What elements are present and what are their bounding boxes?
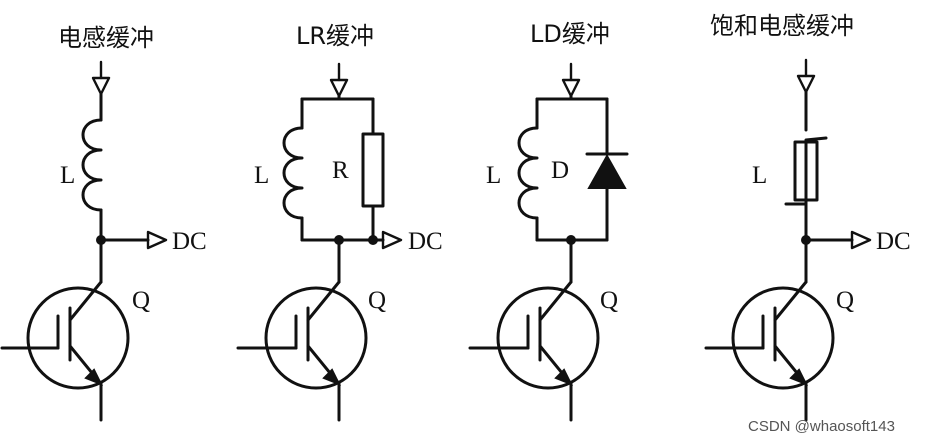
supply-input-arrow [796,58,816,94]
igbt-transistor [704,280,835,422]
saturable-inductor [784,136,828,206]
circuit-3-title: LD缓冲 [530,20,610,48]
igbt-transistor [468,280,600,422]
circuit-1-title: 电感缓冲 [58,24,154,52]
diode [585,152,629,189]
transistor-label: Q [132,287,150,314]
inductor-coil [81,118,103,212]
circuit-4-title: 饱和电感缓冲 [710,12,854,40]
dc-label: DC [172,228,207,255]
dc-output-arrow [146,230,168,250]
transistor-label: Q [836,287,854,314]
junction-dot [368,235,378,245]
circuit-inductor-snubber: 电感缓冲 L DC Q [0,24,207,422]
inductor-label: L [486,162,501,189]
watermark: CSDN @whaosoft143 [748,418,895,435]
circuit-lr-snubber: LR缓冲 L R DC Q [236,22,443,422]
inductor-coil [282,126,304,220]
supply-input-arrow [91,60,111,96]
inductor-label: L [752,162,767,189]
igbt-transistor [0,280,130,422]
transistor-label: Q [600,287,618,314]
dc-output-arrow [850,230,872,250]
inductor-label: L [254,162,269,189]
dc-label: DC [876,228,911,255]
circuit-2-title: LR缓冲 [296,22,374,50]
inductor-label: L [60,162,75,189]
circuit-ld-snubber: LD缓冲 L D Q [468,20,629,422]
circuit-saturable-inductor-snubber: 饱和电感缓冲 L DC Q [704,12,911,422]
dc-output-arrow [381,230,403,250]
inductor-coil [517,126,539,220]
resistor [361,132,385,208]
supply-input-arrow [329,62,349,98]
transistor-label: Q [368,287,386,314]
supply-input-arrow [561,62,581,98]
igbt-transistor [236,280,368,422]
diode-label: D [551,157,569,184]
resistor-label: R [332,157,349,184]
dc-label: DC [408,228,443,255]
